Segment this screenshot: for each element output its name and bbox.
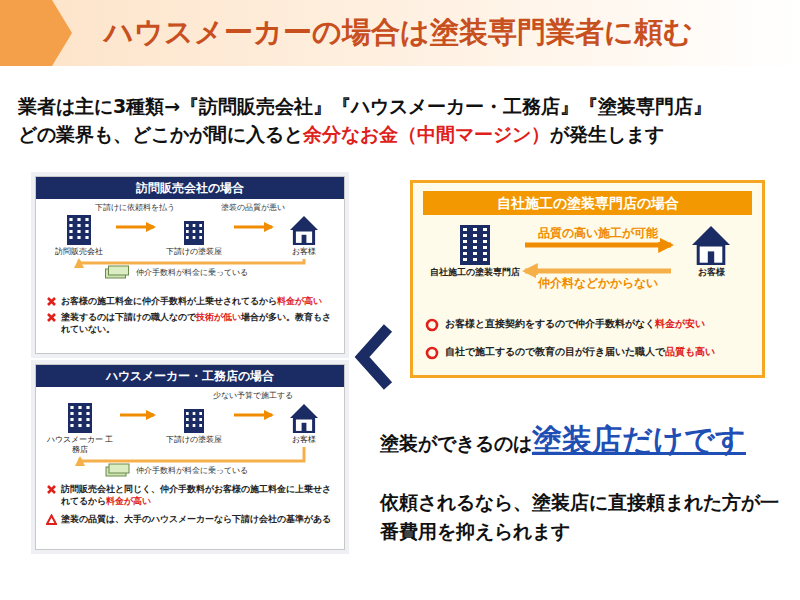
text-run: 塗装の品質は、大手のハウスメーカーなら下請け会社の基準がある xyxy=(61,514,331,524)
page-title: ハウスメーカーの場合は塗装専門業者に頼む xyxy=(104,13,693,53)
text-run: どの業界も、どこかが間に入ると xyxy=(18,123,303,145)
node-label: ハウスメーカー 工務店 xyxy=(44,435,116,455)
panel-heading: 訪問販売会社の場合 xyxy=(36,177,344,199)
title-chevron xyxy=(0,0,80,66)
building-icon xyxy=(68,403,92,433)
page-text: 塗装ができるのは塗装店だけです xyxy=(380,420,790,459)
panel-heading: 自社施工の塗装専門店の場合 xyxy=(423,191,752,215)
flow-arrow xyxy=(525,243,671,248)
text-run: 料金が高い xyxy=(277,296,322,306)
bullet-note: 塗装の品質は、大手のハウスメーカーなら下請け会社の基準がある xyxy=(46,513,336,525)
text-run: 訪問販売会社と同じく、仲介手数料がお客様の施工料金に上乗せされてるから xyxy=(61,484,331,506)
big-chevron xyxy=(352,322,396,392)
building-icon xyxy=(460,225,490,265)
company-node: 下請けの塗装屋 xyxy=(158,403,230,445)
panel-heading: ハウスメーカー・工務店の場合 xyxy=(36,365,344,387)
page-text: 依頼されるなら、塗装店に直接頼まれた方が一番費用を抑えられます xyxy=(380,488,780,547)
edge-label: 少ない予算で施工する xyxy=(211,390,295,401)
edge-label: 仲介手数料が料金に乗っている xyxy=(134,465,250,476)
cross-mark xyxy=(46,296,57,307)
node-label: お客様 xyxy=(276,247,332,257)
customer-node: お客様 xyxy=(276,403,332,445)
triangle-mark xyxy=(46,514,57,525)
text-run: お客様と直接契約をするので仲介手数料がなく xyxy=(445,318,655,329)
node-label: 自社施工の塗装専門店 xyxy=(429,267,521,278)
edge-label: 仲介料などかからない xyxy=(536,275,660,292)
page-text: 業者は主に3種類→『訪問販売会社』『ハウスメーカー・工務店』『塗装専門店』 xyxy=(18,94,798,119)
text-run: 技術が低い xyxy=(196,312,241,322)
company-node: 下請けの塗装屋 xyxy=(158,215,230,257)
bullet-note: お客様の施工料金に仲介手数料が上乗せされてるから料金が高い xyxy=(46,295,336,307)
text-run: が発生します xyxy=(550,123,664,145)
building-icon xyxy=(184,409,204,433)
company-node: 自社施工の塗装専門店 xyxy=(429,225,521,278)
text-run: 業者は主に3種類→『訪問販売会社』『ハウスメーカー・工務店』『塗装専門店』 xyxy=(18,95,712,117)
node-label: お客様 xyxy=(276,435,332,445)
circle-mark xyxy=(425,318,439,332)
flow-arrow xyxy=(525,269,671,274)
edge-label: 塗装の品質が悪い xyxy=(219,202,287,213)
building-icon xyxy=(67,215,91,245)
text-run: 料金が高い xyxy=(106,496,151,506)
panel-box: ハウスメーカー・工務店の場合ハウスメーカー 工務店 下請けの塗装屋 お客様訪問販売会… xyxy=(35,364,345,550)
company-node: ハウスメーカー 工務店 xyxy=(44,403,116,455)
edge-label: 品質の高い施工が可能 xyxy=(536,225,660,242)
flow-arrow xyxy=(116,226,154,229)
flow-arrow xyxy=(80,447,304,461)
text-run: 自社で施工するので教育の目が行き届いた職人で xyxy=(445,346,665,357)
edge-label: 仲介手数料が料金に乗っている xyxy=(134,267,250,278)
building-icon xyxy=(184,221,204,245)
node-label: お客様 xyxy=(675,267,747,278)
cross-mark xyxy=(46,312,57,323)
flow-arrow xyxy=(79,259,304,263)
flow-arrow xyxy=(120,414,154,417)
flow-arrow xyxy=(234,226,272,229)
text-run: 依頼されるなら、塗装店に直接頼まれた方が一番費用を抑えられます xyxy=(380,491,779,542)
customer-node: お客様 xyxy=(675,225,747,278)
bullet-note: 自社で施工するので教育の目が行き届いた職人で品質も高い xyxy=(425,345,755,359)
text-run: 塗装店だけです xyxy=(532,422,746,457)
node-label: 下請けの塗装屋 xyxy=(158,247,230,257)
house-icon xyxy=(691,225,731,265)
customer-node: お客様 xyxy=(276,215,332,257)
money-icon xyxy=(109,266,129,275)
panel-box: 訪問販売会社の場合訪問販売会社 下請けの塗装屋 お客様お客様の施工料金に仲介手数料が… xyxy=(35,176,345,354)
bullet-note: 訪問販売会社と同じく、仲介手数料がお客様の施工料金に上乗せされてるから料金が高い xyxy=(46,483,336,507)
panel-box: 自社施工の塗装専門店の場合自社施工の塗装専門店 お客様お客様と直接契約をするので仲… xyxy=(410,180,765,378)
text-run: 塗装ができるのは xyxy=(380,432,532,454)
house-icon xyxy=(289,403,319,433)
bullet-note: お客様と直接契約をするので仲介手数料がなく料金が安い xyxy=(425,317,755,331)
company-node: 訪問販売会社 xyxy=(46,215,112,257)
circle-mark xyxy=(425,346,439,360)
text-run: 料金が安い xyxy=(655,318,705,329)
text-run: 塗装するのは下請けの職人なので xyxy=(61,312,196,322)
text-run: 余分なお金（中間マージン） xyxy=(303,123,550,145)
house-icon xyxy=(289,215,319,245)
cross-mark xyxy=(46,484,57,495)
node-label: 訪問販売会社 xyxy=(46,247,112,257)
text-run: お客様の施工料金に仲介手数料が上乗せされてるから xyxy=(61,296,277,306)
text-run: 品質も高い xyxy=(665,346,715,357)
page-text: どの業界も、どこかが間に入ると余分なお金（中間マージン）が発生します xyxy=(18,122,798,147)
bullet-note: 塗装するのは下請けの職人なので技術が低い場合が多い。教育もされていない。 xyxy=(46,311,336,335)
flow-arrow xyxy=(234,414,272,417)
money-icon xyxy=(109,464,129,473)
node-label: 下請けの塗装屋 xyxy=(158,435,230,445)
edge-label: 下請けに依頼料を払う xyxy=(93,202,177,213)
